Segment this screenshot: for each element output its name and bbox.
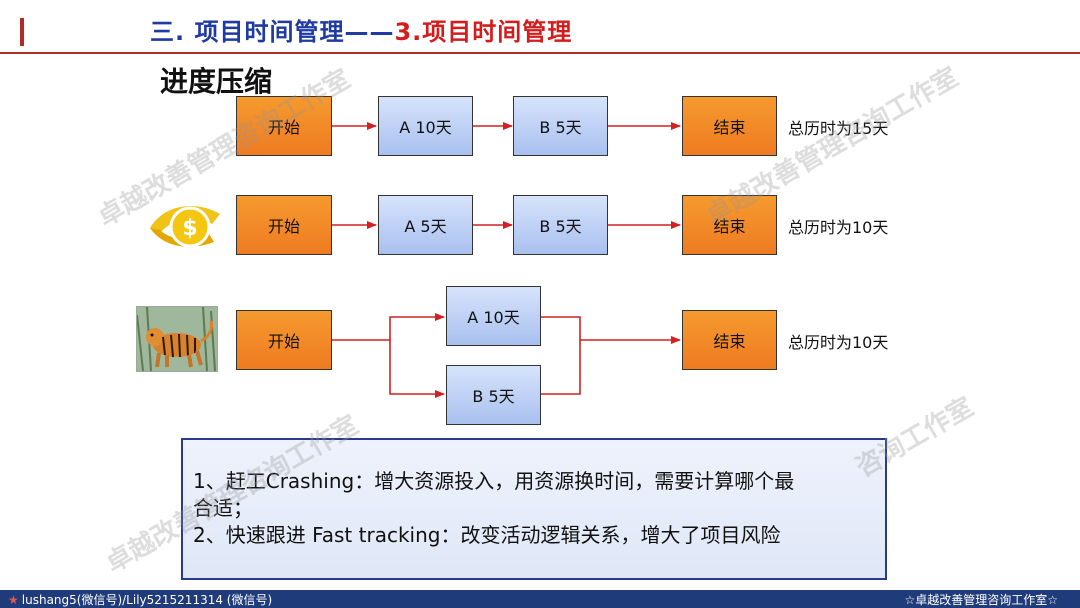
note-line-crashing-cont: 合适； [193,495,875,522]
row1-total-duration: 总历时为15天 [788,115,888,139]
footer-contact: ★lushang5(微信号)/Lily5215211314 (微信号) [8,591,272,608]
row3-arrow-start-b [390,340,444,394]
row2-total-duration: 总历时为10天 [788,214,888,238]
row2-activity-b-node: B 5天 [513,195,608,255]
money-coin-icon: $ [148,194,224,260]
row1-activity-b-node: B 5天 [513,96,608,156]
row2-activity-a-node: A 5天 [378,195,473,255]
note-line-fast-tracking: 2、快速跟进 Fast tracking：改变活动逻辑关系，增大了项目风险 [193,522,875,549]
row3-arrow-a-join [541,317,580,340]
row3-start-node: 开始 [236,310,332,370]
note-box: 1、赶工Crashing：增大资源投入，用资源换时间，需要计算哪个最 合适； 2… [181,438,887,580]
row3-arrow-b-join [541,340,580,394]
row3-arrow-start-a [332,317,444,340]
footer-contact-text: lushang5(微信号)/Lily5215211314 (微信号) [22,593,272,607]
svg-text:$: $ [182,216,197,241]
row2-end-node: 结束 [682,195,777,255]
note-line-crashing: 1、赶工Crashing：增大资源投入，用资源换时间，需要计算哪个最 [193,468,875,495]
row3-activity-a-node: A 10天 [446,286,541,346]
footer-bar: ★lushang5(微信号)/Lily5215211314 (微信号) ☆卓越改… [0,590,1080,608]
row3-total-duration: 总历时为10天 [788,329,888,353]
footer-studio-name: ☆卓越改善管理咨询工作室☆ [904,591,1058,608]
row3-activity-b-node: B 5天 [446,365,541,425]
row1-end-node: 结束 [682,96,777,156]
star-icon: ★ [8,593,19,607]
row2-start-node: 开始 [236,195,332,255]
tiger-image [136,306,218,372]
row1-start-node: 开始 [236,96,332,156]
row1-activity-a-node: A 10天 [378,96,473,156]
row3-end-node: 结束 [682,310,777,370]
